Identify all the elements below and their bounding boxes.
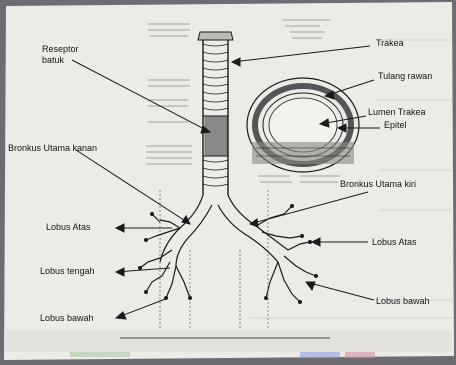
label-lobus-tengah: Lobus tengah bbox=[40, 266, 95, 277]
label-bronkus-utama-kiri: Bronkus Utama kiri bbox=[340, 179, 416, 190]
label-tulang-rawan: Tulang rawan bbox=[378, 71, 432, 82]
label-reseptor-batuk: Reseptor batuk bbox=[42, 44, 102, 66]
label-trakea: Trakea bbox=[376, 38, 404, 49]
label-bronkus-utama-kanan: Bronkus Utama kanan bbox=[8, 143, 97, 154]
label-lobus-bawah-left: Lobus bawah bbox=[40, 313, 94, 324]
label-epitel: Epitel bbox=[384, 120, 407, 131]
label-lobus-bawah-right: Lobus bawah bbox=[376, 296, 430, 307]
label-lobus-atas-left: Lobus Atas bbox=[46, 222, 91, 233]
label-lumen-trakea: Lumen Trakea bbox=[368, 107, 426, 118]
label-lobus-atas-right: Lobus Atas bbox=[372, 237, 417, 248]
